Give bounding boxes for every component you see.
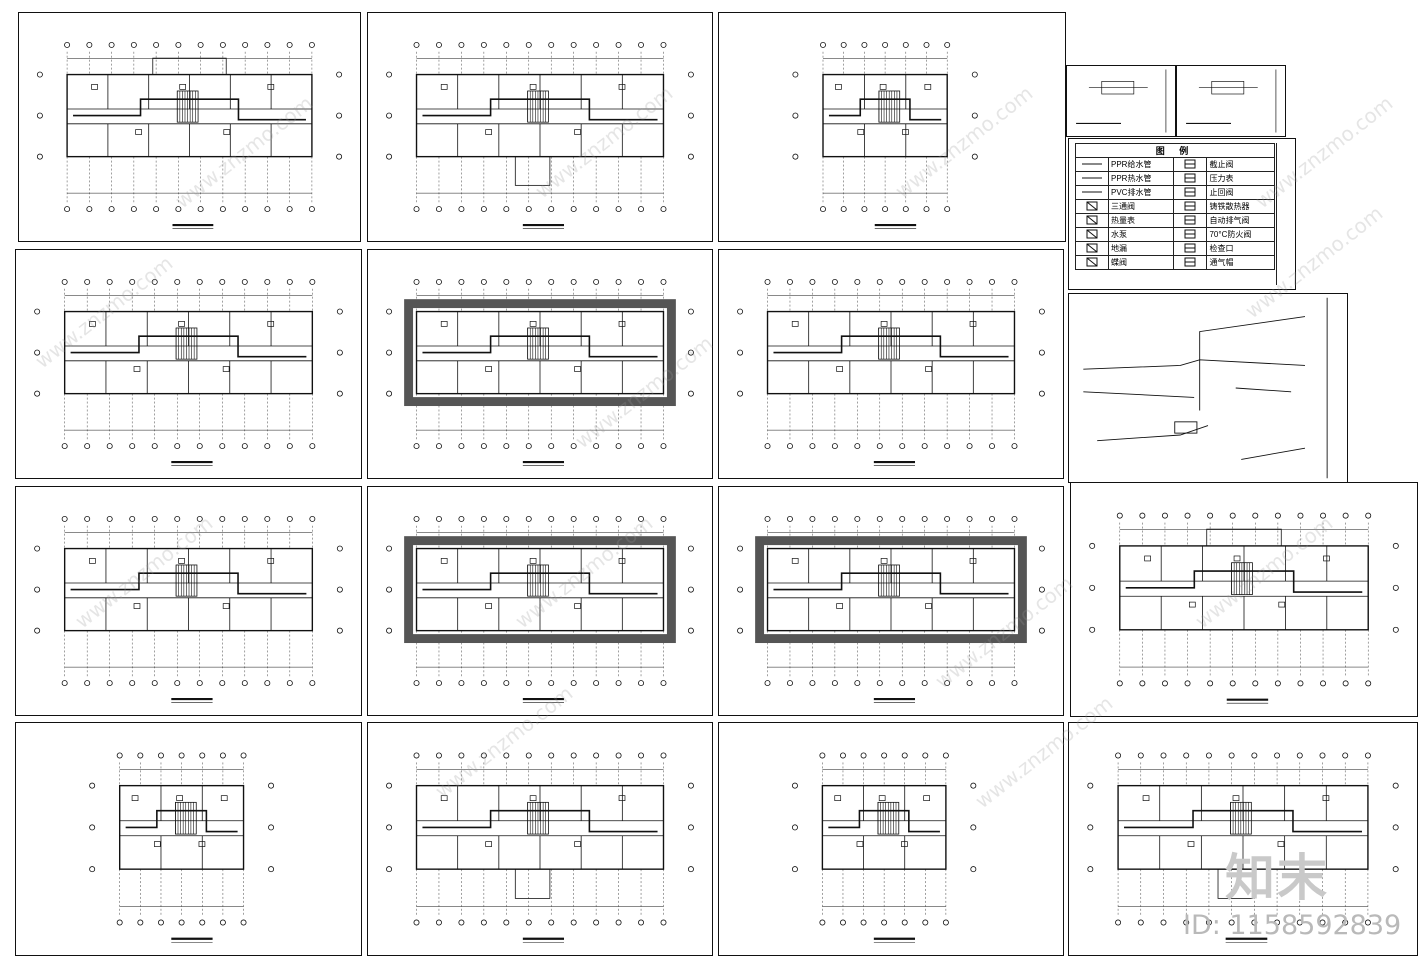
sheet-svg xyxy=(386,752,694,943)
floorplan-drawing xyxy=(34,278,343,466)
detail-drawing xyxy=(1186,69,1277,133)
legend-label: 热量表 xyxy=(1107,213,1175,228)
legend-row: PPR热水管压力表 xyxy=(1075,171,1275,186)
legend-row: 蝶阀 通气帽 xyxy=(1075,255,1275,270)
sheet-svg xyxy=(386,41,694,229)
floor-plan-sheet xyxy=(718,722,1064,956)
legend-row: PVC排水管止回阀 xyxy=(1075,185,1275,200)
pipe-line-symbol xyxy=(1075,157,1109,172)
sheet-svg xyxy=(34,515,343,703)
valve-icon xyxy=(1173,157,1208,172)
floorplan-drawing xyxy=(386,278,694,466)
legend-label: 三通阀 xyxy=(1107,199,1175,214)
legend-label: 水泵 xyxy=(1107,227,1175,242)
radiator-icon xyxy=(1173,199,1208,214)
drain-icon xyxy=(1075,241,1109,256)
floor-plan-sheet xyxy=(718,249,1064,479)
check-valve-icon xyxy=(1173,185,1208,200)
floor-plan-sheet xyxy=(18,12,361,242)
floor-plan-sheet xyxy=(367,249,713,479)
floorplan-drawing xyxy=(34,515,343,703)
pipe-line-symbol xyxy=(1075,185,1109,200)
pressure-gauge-icon xyxy=(1173,171,1208,186)
sheet-svg xyxy=(34,278,343,466)
floor-plan-sheet xyxy=(367,486,713,716)
meter-icon xyxy=(1075,213,1109,228)
legend-label: 蝶阀 xyxy=(1107,255,1175,270)
floorplan-drawing xyxy=(737,278,1045,466)
sheet-svg xyxy=(1089,512,1399,704)
floorplan-drawing xyxy=(737,515,1045,703)
pump-icon xyxy=(1075,227,1109,242)
floor-plan-sheet xyxy=(15,486,362,716)
isometric-pipe-diagram xyxy=(1083,297,1328,479)
image-id-label: ID: 1158592839 xyxy=(1183,910,1402,941)
legend-label: PPR给水管 xyxy=(1107,157,1175,172)
floor-plan-sheet xyxy=(15,722,362,956)
floorplan-drawing xyxy=(791,752,977,943)
detail-sheet xyxy=(1176,65,1286,137)
legend-title: 图 例 xyxy=(1075,143,1275,158)
floorplan-drawing xyxy=(386,41,694,229)
vent-cap-icon xyxy=(1173,255,1208,270)
sheet-svg xyxy=(737,278,1045,466)
floor-plan-sheet xyxy=(1068,722,1418,956)
cleanout-icon xyxy=(1173,241,1208,256)
legend-label: PPR热水管 xyxy=(1107,171,1175,186)
floor-plan-sheet xyxy=(367,722,713,956)
sheet-svg xyxy=(1186,69,1277,133)
legend-label: 检查口 xyxy=(1206,241,1275,256)
floor-plan-sheet xyxy=(367,12,713,242)
title-block-strip xyxy=(1276,143,1291,285)
sheet-svg xyxy=(792,41,978,229)
legend-row: PPR给水管 截止阀 xyxy=(1075,157,1275,172)
floorplan-drawing xyxy=(1089,512,1399,704)
legend-label: 通气帽 xyxy=(1206,255,1275,270)
floorplan-drawing xyxy=(36,41,343,229)
floor-plan-sheet xyxy=(718,12,1066,242)
legend-row: 地漏 检查口 xyxy=(1075,241,1275,256)
legend-label: 70°C防火阀 xyxy=(1206,227,1275,242)
butterfly-valve-icon xyxy=(1075,255,1109,270)
sheet-svg xyxy=(36,41,343,229)
floor-plan-sheet xyxy=(1070,482,1418,717)
pipe-line-symbol xyxy=(1075,171,1109,186)
legend-label: 截止阀 xyxy=(1206,157,1275,172)
floorplan-drawing xyxy=(386,515,694,703)
sheet-svg xyxy=(386,278,694,466)
detail-sheet xyxy=(1066,65,1176,137)
sheet-svg xyxy=(791,752,977,943)
sheet-svg xyxy=(1076,69,1167,133)
tee-icon xyxy=(1075,199,1109,214)
fire-damper-icon xyxy=(1173,227,1208,242)
system-diagram-sheet xyxy=(1068,293,1348,483)
brand-logo: 知末 xyxy=(1225,849,1329,907)
legend-label: PVC排水管 xyxy=(1107,185,1175,200)
legend-label: 自动排气阀 xyxy=(1206,213,1275,228)
legend-label: 地漏 xyxy=(1107,241,1175,256)
legend-row: 三通阀铸铁散热器 xyxy=(1075,199,1275,214)
floor-plan-sheet xyxy=(718,486,1064,716)
floorplan-drawing xyxy=(792,41,978,229)
sheet-svg xyxy=(1087,752,1399,943)
legend-row: 热量表 自动排气阀 xyxy=(1075,213,1275,228)
sheet-svg xyxy=(737,515,1045,703)
sheet-svg xyxy=(1083,297,1328,479)
floor-plan-sheet xyxy=(15,249,362,479)
air-vent-icon xyxy=(1173,213,1208,228)
floorplan-drawing xyxy=(89,752,275,943)
floorplan-drawing xyxy=(386,752,694,943)
floorplan-drawing xyxy=(1087,752,1399,943)
detail-drawing xyxy=(1076,69,1167,133)
sheet-svg xyxy=(386,515,694,703)
legend-row: 水泵 70°C防火阀 xyxy=(1075,227,1275,242)
sheet-svg xyxy=(89,752,275,943)
